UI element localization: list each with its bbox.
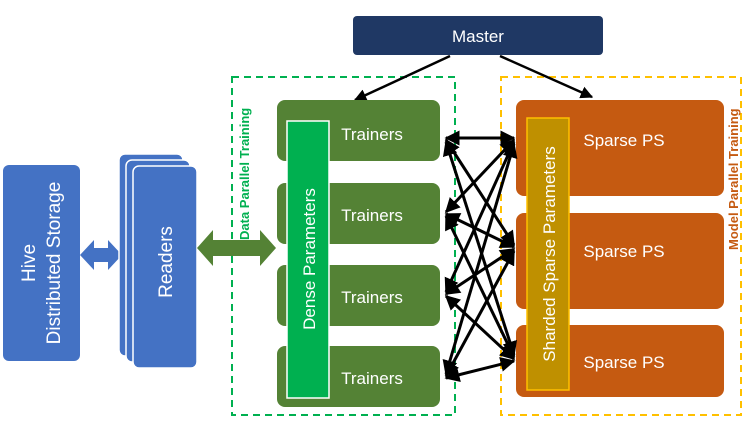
master-arrow-trainers — [353, 54, 451, 102]
master-box — [353, 16, 603, 55]
sharded-sparse-parameters-bar — [526, 117, 570, 391]
readers-box — [132, 165, 198, 369]
sharded-sparse-parameters-label: Sharded Sparse Parameters — [540, 146, 559, 361]
trainer-ps-connections — [442, 130, 518, 383]
dense-parameters-label: Dense Parameters — [300, 188, 319, 330]
sparse-ps-label: Sparse PS — [583, 131, 664, 150]
storage-line2: Distributed Storage — [44, 182, 65, 345]
master-arrow-sparse — [499, 54, 594, 99]
sparse-ps-label: Sparse PS — [583, 242, 664, 261]
trainer-label: Trainers — [341, 206, 403, 225]
dense-parameters-bar — [286, 120, 330, 399]
readers-trainers-arrow — [197, 230, 276, 266]
storage-readers-arrow — [80, 240, 122, 270]
data-parallel-label: Data Parallel Training — [237, 108, 252, 240]
trainer-label: Trainers — [341, 125, 403, 144]
trainer-label: Trainers — [341, 369, 403, 388]
storage-line1: Hive — [19, 244, 40, 282]
readers-label: Readers — [156, 226, 177, 298]
master-label: Master — [452, 27, 504, 46]
storage-box — [3, 165, 80, 361]
model-parallel-label: Model Parallel Training — [726, 108, 741, 250]
sparse-ps-label: Sparse PS — [583, 353, 664, 372]
trainer-label: Trainers — [341, 288, 403, 307]
